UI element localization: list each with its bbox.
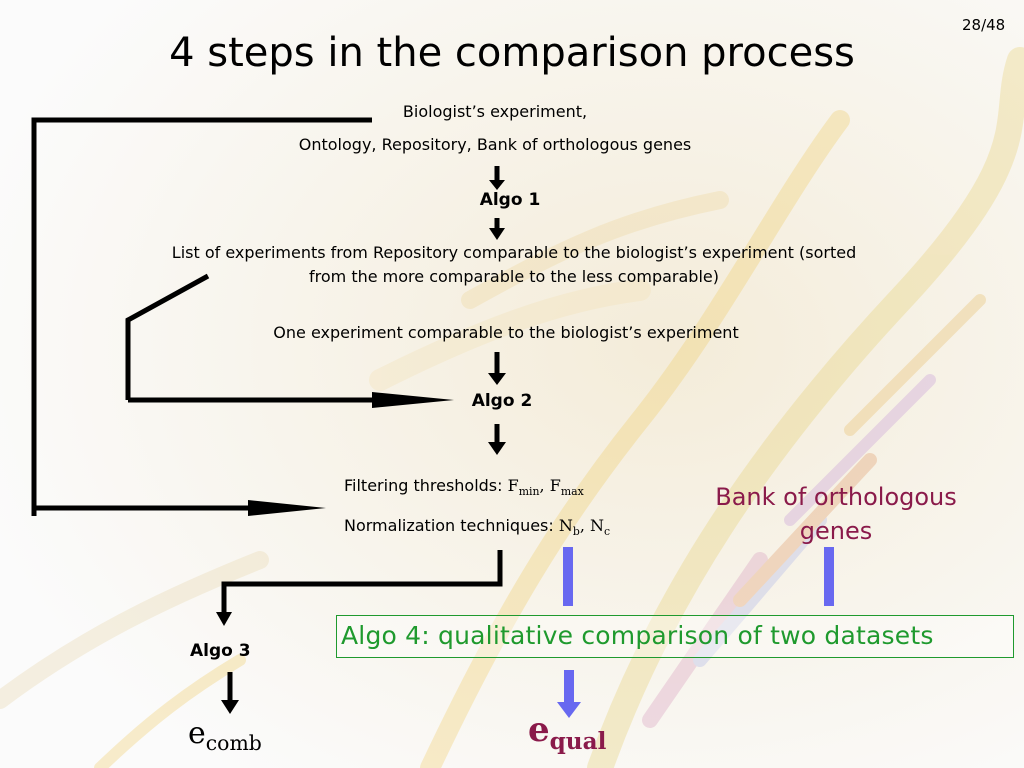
algo3-label: Algo 3 [190, 641, 251, 661]
filtering-thresholds: Filtering thresholds: Fmin, Fmax [344, 476, 584, 498]
algo2-to-params-arrowhead [488, 442, 506, 455]
one-experiment-label: One experiment comparable to the biologi… [273, 323, 739, 342]
params-to-algo3-connector [221, 550, 503, 614]
list-line1: List of experiments from Repository comp… [171, 243, 857, 262]
n-symbols: Nb, Nc [558, 516, 611, 538]
e-qual-result: equal [528, 710, 607, 756]
bank-of-orthologous-genes: Bank of orthologous genes [715, 483, 957, 545]
algo4-box [336, 615, 1014, 658]
inputs-to-algo1-arrowhead [489, 180, 505, 190]
list-line2: from the more comparable to the less com… [309, 267, 719, 286]
algo2-input-connector [125, 273, 210, 400]
experiment-to-algo2-arrowhead [488, 373, 506, 385]
filtering-label: Filtering thresholds: [344, 476, 508, 495]
algo3-to-ecomb-arrowhead [221, 700, 239, 714]
normalization-techniques: Normalization techniques: Nb, Nc [344, 516, 610, 538]
page-title: 4 steps in the comparison process [169, 30, 855, 76]
outer-loop-connector [31, 117, 372, 516]
normalization-to-algo4-bar [563, 547, 573, 606]
algo1-to-list-arrowhead [489, 228, 505, 240]
inputs-line1: Biologist’s experiment, [402, 102, 588, 121]
algo4-to-equal-arrowhead [557, 702, 581, 718]
normalization-label: Normalization techniques: [344, 516, 559, 535]
inputs-line2: Ontology, Repository, Bank of orthologou… [298, 135, 692, 154]
bank-to-algo4-bar [824, 547, 834, 606]
e-comb-result: ecomb [188, 716, 262, 756]
algo1-label: Algo 1 [479, 190, 541, 210]
algo2-label: Algo 2 [471, 391, 533, 411]
f-min-symbol: Fmin, Fmax [507, 476, 584, 498]
algo4-to-equal-shaft [564, 670, 574, 704]
algo2-input-arrowhead [372, 392, 454, 408]
page-number: 28/48 [962, 16, 1006, 34]
params-to-algo3-arrowhead [216, 612, 232, 626]
outer-loop-arrowhead [248, 500, 326, 516]
algo4-label: Algo 4: qualitative comparison of two da… [341, 621, 934, 650]
